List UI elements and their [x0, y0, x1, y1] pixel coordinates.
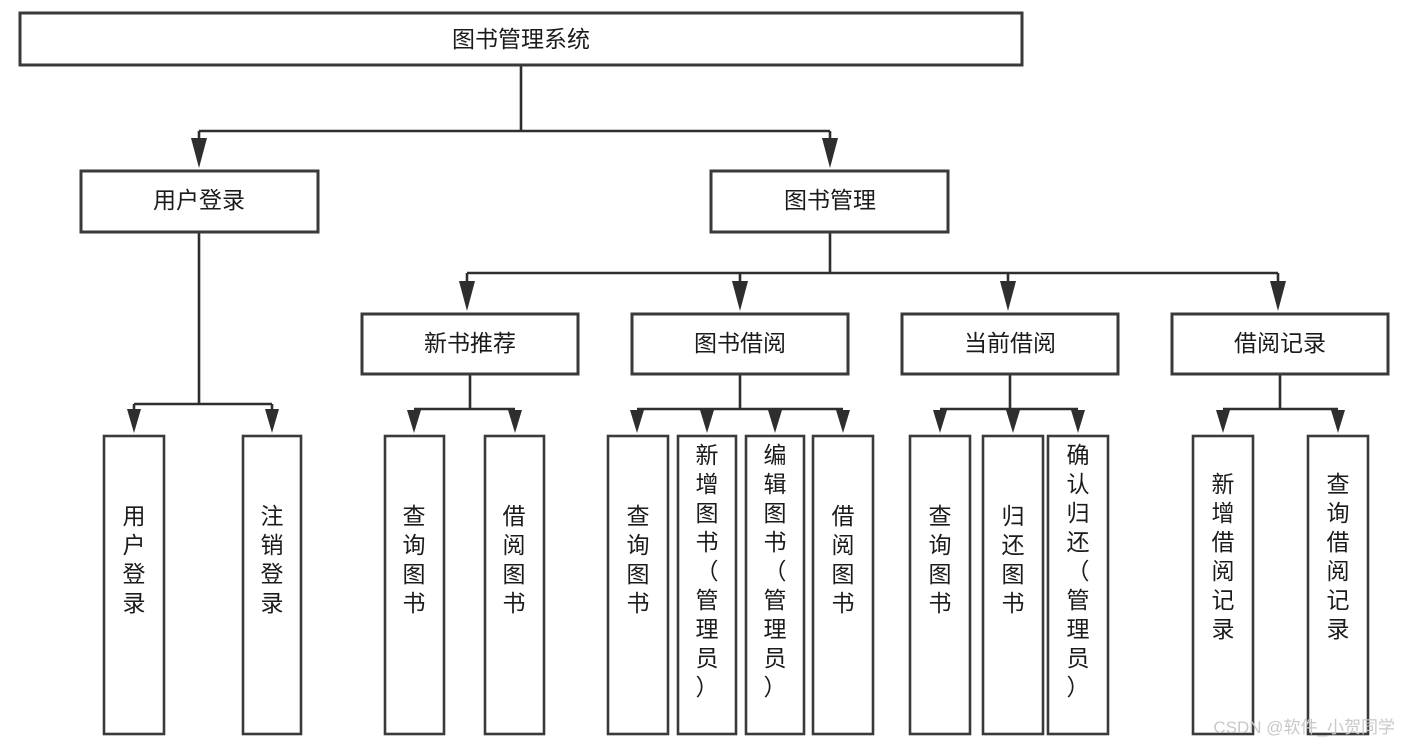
edge-group-root-to-level2 — [191, 65, 838, 168]
node-current-borrow-box[interactable] — [900, 312, 1120, 376]
leaf-box[interactable] — [383, 434, 446, 736]
leaf-label: 查询图书 — [403, 503, 426, 616]
leaf-box[interactable] — [676, 434, 738, 736]
arrow-leaf-6 — [700, 410, 714, 433]
arrow-leaf-7 — [768, 410, 782, 433]
arrow-leaf-8 — [836, 410, 850, 433]
edge-group-newbook-to-leaves — [407, 374, 522, 433]
leaf-node[interactable]: 编辑图书（管理员） — [744, 434, 806, 736]
leaf-label: 查询图书 — [627, 503, 650, 616]
leaf-box[interactable] — [981, 434, 1045, 736]
leaf-label: 新增借阅记录 — [1212, 471, 1235, 642]
arrow-leaf-1 — [127, 409, 141, 433]
csdn-watermark: CSDN @软件_小贺同学 — [1213, 718, 1395, 737]
node-book-borrow-box[interactable] — [630, 312, 850, 376]
node-user-login[interactable]: 用户登录 — [79, 169, 320, 234]
arrow-record — [1270, 281, 1286, 311]
node-root-label: 图书管理系统 — [452, 26, 590, 52]
leaf-box[interactable] — [1306, 434, 1370, 736]
node-root[interactable]: 图书管理系统 — [18, 11, 1024, 67]
node-book-management-box[interactable] — [709, 169, 950, 234]
node-root-box[interactable] — [18, 11, 1024, 67]
node-book-borrow-label: 图书借阅 — [694, 330, 786, 356]
leaf-node[interactable]: 用户登录 — [102, 434, 166, 736]
node-user-login-box[interactable] — [79, 169, 320, 234]
edge-group-current-to-leaves — [933, 374, 1085, 433]
arrow-new-book — [459, 281, 475, 311]
node-borrow-record-label: 借阅记录 — [1234, 330, 1326, 356]
leaf-node[interactable]: 新增借阅记录 — [1191, 434, 1255, 736]
node-book-management[interactable]: 图书管理 — [709, 169, 950, 234]
arrow-leaf-10 — [1006, 410, 1020, 433]
node-new-book-recommend[interactable]: 新书推荐 — [360, 312, 580, 376]
node-current-borrow[interactable]: 当前借阅 — [900, 312, 1120, 376]
leaf-node[interactable]: 查询图书 — [606, 434, 670, 736]
leaf-label: 查询图书 — [929, 503, 952, 616]
leaf-node[interactable]: 归还图书 — [981, 434, 1045, 736]
leaf-box[interactable] — [1191, 434, 1255, 736]
node-book-management-label: 图书管理 — [784, 187, 876, 213]
node-book-borrow[interactable]: 图书借阅 — [630, 312, 850, 376]
leaf-box[interactable] — [483, 434, 546, 736]
leaf-box[interactable] — [744, 434, 806, 736]
arrow-leaf-11 — [1071, 410, 1085, 433]
leaf-node[interactable]: 注销登录 — [241, 434, 303, 736]
leaf-label: 借阅图书 — [503, 503, 526, 616]
edge-group-borrow-to-leaves — [630, 374, 850, 433]
leaf-label: 编辑图书（管理员） — [764, 442, 787, 700]
leaf-label: 新增图书（管理员） — [696, 442, 719, 700]
leaf-box[interactable] — [811, 434, 875, 736]
node-new-book-recommend-label: 新书推荐 — [424, 330, 516, 356]
leaf-node[interactable]: 查询借阅记录 — [1306, 434, 1370, 736]
node-borrow-record-box[interactable] — [1170, 312, 1390, 376]
arrow-leaf-2 — [265, 409, 279, 433]
node-current-borrow-label: 当前借阅 — [964, 330, 1056, 356]
arrow-leaf-3 — [407, 410, 421, 433]
leaf-label: 注销登录 — [261, 503, 284, 616]
node-borrow-record[interactable]: 借阅记录 — [1170, 312, 1390, 376]
arrow-borrow — [732, 281, 748, 311]
leaf-node[interactable]: 新增图书（管理员） — [676, 434, 738, 736]
node-user-login-label: 用户登录 — [153, 187, 245, 213]
arrow-leaf-12 — [1216, 410, 1230, 433]
leaf-label: 借阅图书 — [832, 503, 855, 616]
node-new-book-recommend-box[interactable] — [360, 312, 580, 376]
leaf-box[interactable] — [1046, 434, 1110, 736]
edge-group-userlogin-to-leaves — [127, 232, 279, 433]
leaf-label: 用户登录 — [123, 503, 146, 616]
leaf-label: 归还图书 — [1002, 503, 1025, 616]
leaf-node[interactable]: 查询图书 — [383, 434, 446, 736]
arrow-leaf-5 — [630, 410, 644, 433]
leaf-box[interactable] — [606, 434, 670, 736]
leaf-node[interactable]: 借阅图书 — [483, 434, 546, 736]
leaf-box[interactable] — [102, 434, 166, 736]
arrow-leaf-4 — [508, 410, 522, 433]
leaf-box[interactable] — [241, 434, 303, 736]
leaf-node[interactable]: 借阅图书 — [811, 434, 875, 736]
leaf-box[interactable] — [908, 434, 972, 736]
arrow-leaf-9 — [933, 410, 947, 433]
arrow-book-mgmt — [822, 138, 838, 168]
leaf-label: 确认归还（管理员） — [1067, 442, 1090, 700]
leaf-label: 查询借阅记录 — [1327, 471, 1350, 642]
arrow-current — [1000, 281, 1016, 311]
arrow-leaf-13 — [1331, 410, 1345, 433]
leaf-node[interactable]: 确认归还（管理员） — [1046, 434, 1110, 736]
leaf-node[interactable]: 查询图书 — [908, 434, 972, 736]
edge-group-record-to-leaves — [1216, 374, 1345, 433]
arrow-user-login — [191, 138, 207, 168]
edge-group-bookmgmt-to-level3 — [459, 232, 1286, 311]
